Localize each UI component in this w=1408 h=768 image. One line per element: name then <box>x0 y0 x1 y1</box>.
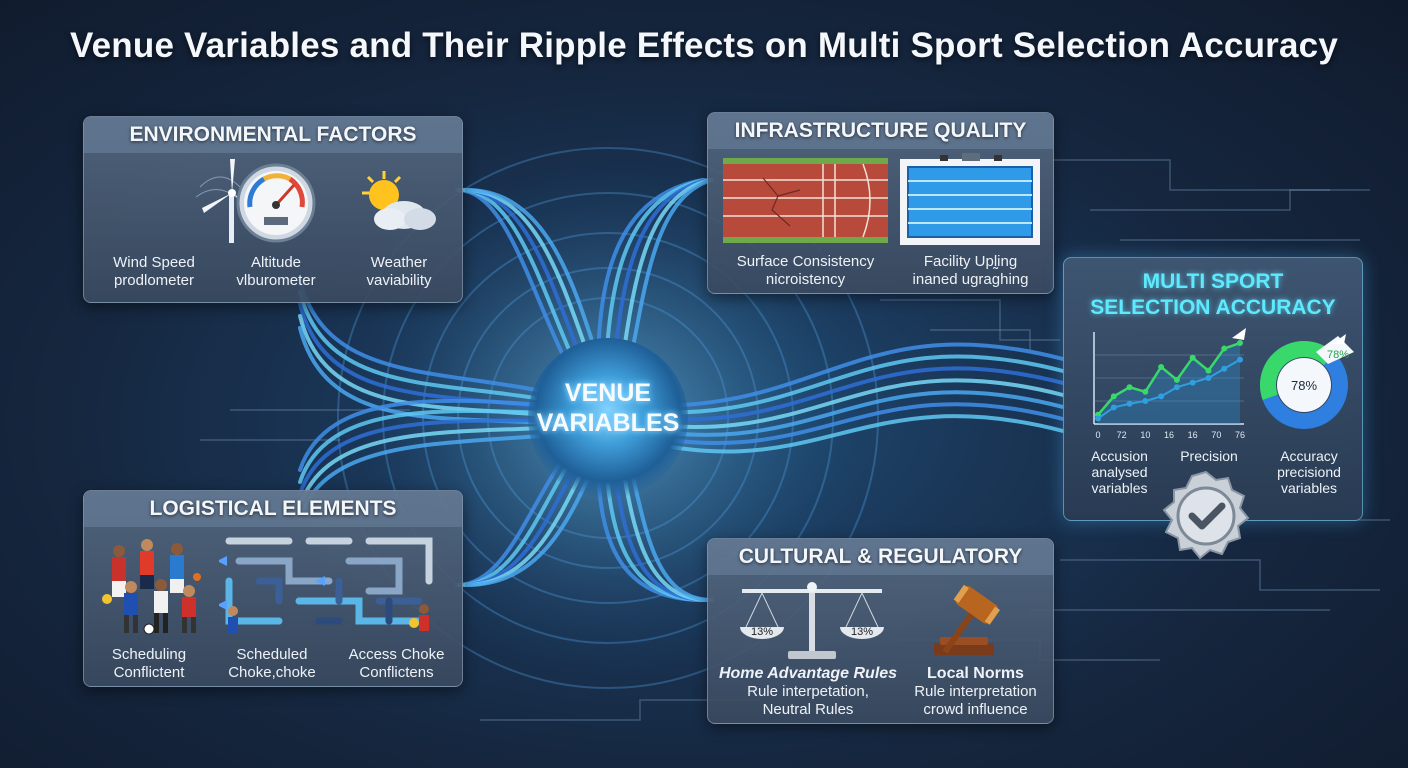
series-point <box>1158 393 1165 400</box>
donut-center <box>1277 358 1331 412</box>
facility-upgrading-label: Facility Upl̰ing <box>923 253 1018 270</box>
weather-sub: vaviability <box>366 272 432 289</box>
home-advantage-heading: Home Advantage Rules <box>718 665 898 682</box>
series-point <box>1142 398 1149 404</box>
logistical-elements-title: LOGISTICAL ELEMENTS <box>149 497 397 520</box>
wind-speed-sub: prodlometer <box>113 272 195 289</box>
accuracy-label: Accuracy <box>1280 448 1338 464</box>
x-tick-label: 10 <box>1140 430 1150 440</box>
ripple-wire <box>606 390 1065 437</box>
precision-label: Precision <box>1180 448 1238 464</box>
series-point <box>1158 363 1165 370</box>
wind-speed-label: Wind Speed <box>113 254 195 271</box>
x-tick-label: 16 <box>1188 430 1198 440</box>
series-point <box>1189 379 1196 386</box>
scales-icon: 13% 13% <box>740 582 884 659</box>
series-line-1 <box>1097 341 1241 416</box>
checkmark-badge-icon <box>1162 470 1250 560</box>
accusion-sub2: variables <box>1091 480 1148 496</box>
series-point <box>1110 404 1117 411</box>
surface-consistency-sub: nicroistency <box>765 271 846 288</box>
accusion-label: Accusion <box>1091 448 1148 464</box>
gavel-icon <box>934 584 1000 655</box>
altitude-label: Altitude <box>250 254 302 271</box>
x-tick-label: 76 <box>1235 430 1245 440</box>
athletes-icon <box>102 539 201 635</box>
swimming-pool-icon <box>900 153 1040 245</box>
series-point <box>1173 384 1180 391</box>
series-point <box>1189 354 1196 361</box>
x-tick-label: 0 <box>1095 430 1100 440</box>
hub-line1: VENUE <box>564 379 652 407</box>
x-tick-label: 16 <box>1164 430 1174 440</box>
local-norms-line2: crowd influence <box>923 701 1028 718</box>
home-advantage-line1: Rule interpetation, <box>747 683 869 700</box>
facility-upgrading-sub: inaned ugraghing <box>912 271 1029 288</box>
series-point <box>1221 365 1228 372</box>
scheduled-sub: Choke,choke <box>228 664 316 681</box>
accuracy-sub1: precisiond <box>1277 464 1341 480</box>
page-title: Venue Variables and Their Ripple Effects… <box>70 26 1338 65</box>
donut-center-value: 78% <box>1291 378 1317 393</box>
scheduling-label: Scheduling <box>111 646 187 663</box>
infrastructure-quality-title: INFRASTRUCTURE QUALITY <box>734 119 1027 142</box>
series-line-2 <box>1097 358 1241 420</box>
series-point <box>1205 367 1212 374</box>
local-norms-line1: Rule interpretation <box>914 683 1037 700</box>
donut-callout-value: 78% <box>1327 349 1349 361</box>
series-point <box>1173 376 1180 383</box>
maze-icon <box>219 537 433 633</box>
accuracy-sub2: variables <box>1280 480 1338 496</box>
home-advantage-line2: Neutral Rules <box>762 701 854 718</box>
series-point <box>1205 375 1212 381</box>
ripple-wire <box>606 402 1065 446</box>
running-track-icon <box>723 158 888 243</box>
selection-accuracy-panel: MULTI SPORT SELECTION ACCURACY 0 72 10 16 16… <box>1063 257 1363 521</box>
ripple-wire <box>606 414 1065 454</box>
donut-callout <box>1316 336 1354 364</box>
surface-consistency-label: Surface Consistency <box>736 253 875 270</box>
logistical-elements-panel: LOGISTICAL ELEMENTS Scheduling Conflicte… <box>83 490 463 687</box>
access-choke-sub: Conflictens <box>359 664 434 681</box>
accuracy-title-line2: SELECTION ACCURACY <box>1090 296 1336 319</box>
right-pan-value: 13% <box>851 626 873 638</box>
series-point <box>1126 384 1133 391</box>
series-point <box>1221 345 1228 352</box>
accusion-sub1: analysed <box>1091 464 1148 480</box>
environmental-factors-title: ENVIRONMENTAL FACTORS <box>129 123 417 146</box>
weather-label: Weather <box>370 254 428 271</box>
infrastructure-quality-panel: INFRASTRUCTURE QUALITY Surface Consisten… <box>707 112 1054 294</box>
accuracy-line-chart: 0 72 10 16 16 70 76 <box>1093 328 1246 440</box>
series-point <box>1110 393 1117 400</box>
scheduled-label: Scheduled <box>236 646 308 663</box>
altitude-sub: vlburometer <box>236 272 316 289</box>
series-point <box>1237 340 1243 347</box>
x-tick-label: 70 <box>1211 430 1221 440</box>
left-pan-value: 13% <box>751 626 773 638</box>
venue-variables-hub <box>528 338 688 498</box>
cultural-regulatory-panel: CULTURAL & REGULATORY 13% 13% Home Advan… <box>707 538 1054 724</box>
series-point <box>1237 356 1243 363</box>
series-point <box>1095 415 1101 422</box>
access-choke-label: Access Choke <box>348 646 445 663</box>
series-point <box>1142 388 1149 395</box>
trend-arrow-icon <box>1232 328 1246 340</box>
environmental-factors-panel: ENVIRONMENTAL FACTORS Wind Speed prodlom… <box>83 116 463 303</box>
series-point <box>1126 400 1133 407</box>
donut-segment-green <box>1260 341 1348 429</box>
callout-arrow-icon <box>1332 334 1346 344</box>
hub-line2: VARIABLES <box>536 409 680 437</box>
local-norms-heading: Local Norms <box>927 665 1024 682</box>
accuracy-donut-chart: 78% 78% <box>1260 334 1354 429</box>
accuracy-title-line1: MULTI SPORT <box>1142 270 1284 293</box>
x-tick-label: 72 <box>1117 430 1127 440</box>
gauge-icon <box>236 163 316 243</box>
sun-cloud-icon <box>362 171 436 230</box>
cultural-regulatory-title: CULTURAL & REGULATORY <box>738 545 1023 568</box>
scheduling-sub: Conflictent <box>113 664 185 681</box>
